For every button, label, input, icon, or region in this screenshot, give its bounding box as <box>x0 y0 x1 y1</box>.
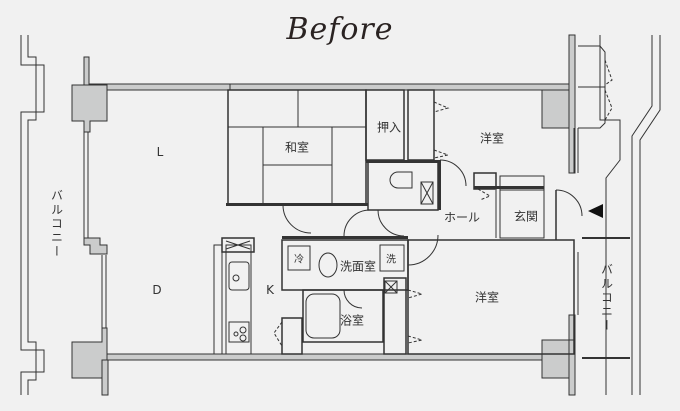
fridge-label: 冷 <box>294 254 304 266</box>
room-label-entrance: 玄関 <box>513 209 539 224</box>
room-label-oshiire: 押入 <box>376 120 402 135</box>
balcony-label-east: バルコニー <box>599 263 614 333</box>
balcony-label-west: バルコニー <box>49 189 64 259</box>
entrance-arrow-icon <box>588 204 603 218</box>
room-label-bathroom: 浴室 <box>339 313 365 328</box>
room-label-washitsu: 和室 <box>284 140 310 155</box>
plan-title: Before <box>286 12 394 47</box>
room-label-living: L <box>156 145 164 159</box>
exterior-walls <box>71 34 576 396</box>
room-label-western-north: 洋室 <box>479 131 505 146</box>
room-label-dining: D <box>152 283 162 297</box>
room-label-washroom: 洗面室 <box>339 259 377 274</box>
room-label-western-south: 洋室 <box>474 290 500 305</box>
washer-label: 洗 <box>386 254 396 266</box>
room-label-hall: ホール <box>443 210 481 225</box>
room-label-kitchen: K <box>266 283 274 297</box>
